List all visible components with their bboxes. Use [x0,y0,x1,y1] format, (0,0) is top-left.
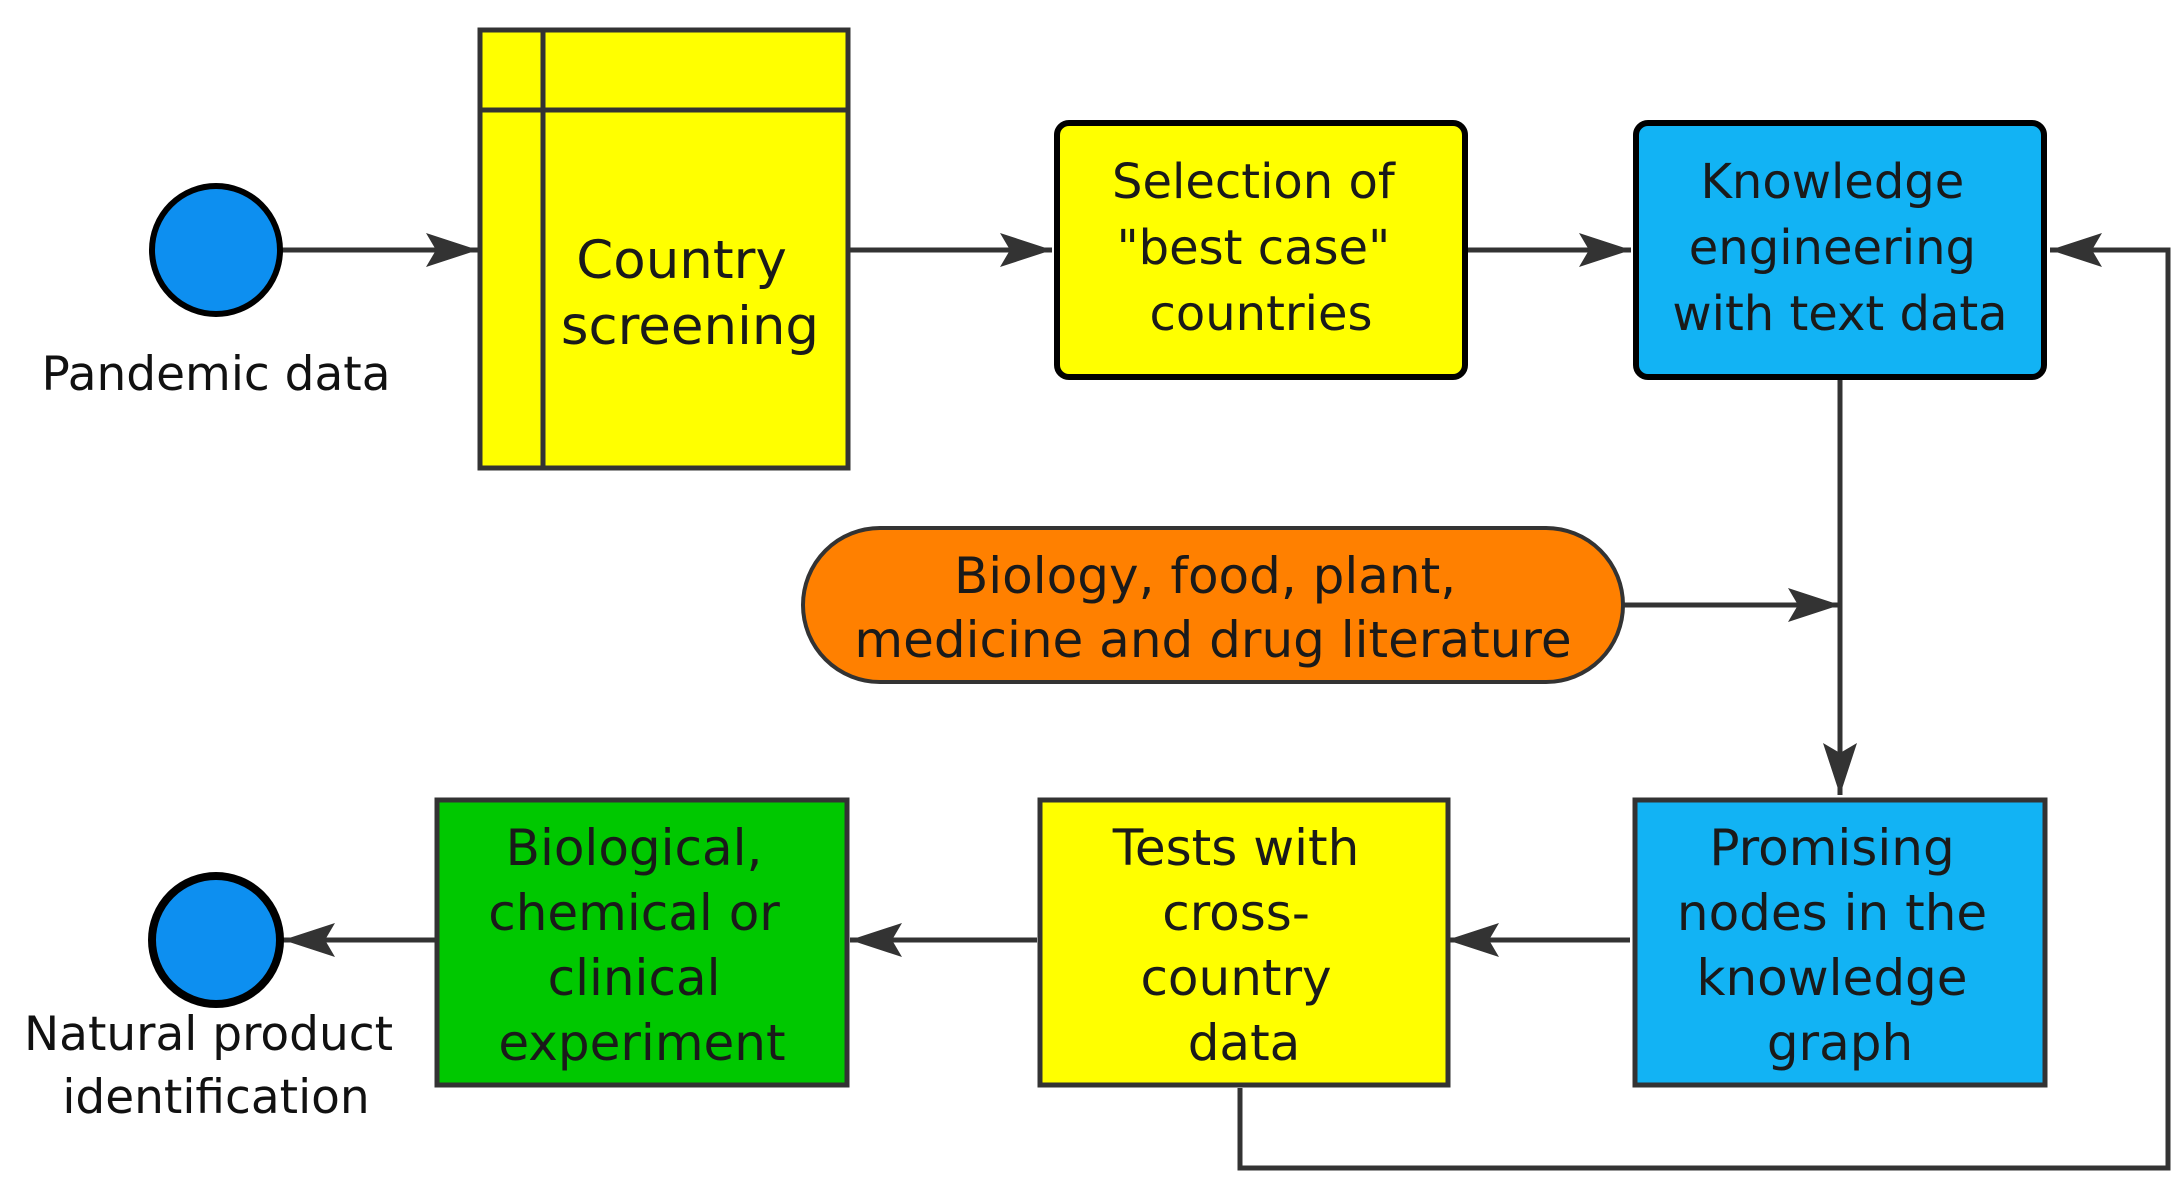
promising-nodes-line-4: graph [1767,1014,1913,1072]
promising-nodes-line-3: knowledge [1697,949,1968,1007]
experiment-line-4: experiment [498,1014,785,1072]
tests-line-2: cross- [1162,884,1310,942]
promising-nodes-box [1632,797,2048,1088]
tests-box [1037,797,1451,1088]
tests-node: Tests with cross- country data [1037,797,1451,1088]
country-screening-node: Country screening [477,27,851,471]
country-screening-line-1: Country [576,230,787,291]
literature-node: Biology, food, plant, medicine and drug … [801,526,1625,684]
knowledge-engineering-node: Knowledge engineering with text data [1633,120,2047,380]
start-label: Pandemic data [41,347,390,402]
end-label-line-1: Natural product [24,1007,393,1062]
end-circle [148,872,284,1008]
best-case-node: Selection of "best case" countries [1054,120,1468,380]
experiment-node: Biological, chemical or clinical experim… [434,797,850,1088]
end-node: Natural product identification [24,872,408,1125]
literature-line-1: Biology, food, plant, [954,547,1456,605]
feedback-loop-tests-to-knowledge [1237,233,2171,1171]
experiment-line-2: chemical or [488,884,780,942]
tests-line-1: Tests with [1112,819,1359,877]
experiment-text: Biological, chemical or clinical experim… [488,819,796,1072]
country-screening-line-2: screening [561,296,819,357]
experiment-line-1: Biological, [506,819,763,877]
promising-nodes-node: Promising nodes in the knowledge graph [1632,797,2048,1088]
best-case-box [1054,120,1468,380]
experiment-box [434,797,850,1088]
promising-nodes-line-1: Promising [1709,819,1954,877]
knowledge-engineering-box [1633,120,2047,380]
start-node: Pandemic data [41,183,391,402]
tests-line-4: data [1188,1014,1301,1072]
end-label-line-2: identification [62,1070,369,1125]
best-case-text: Selection of "best case" countries [1112,154,1410,342]
knowledge-engineering-text: Knowledge engineering with text data [1672,154,2007,342]
tests-line-3: country [1140,949,1331,1007]
best-case-line-3: countries [1149,286,1372,342]
best-case-line-1: Selection of [1112,154,1396,210]
country-screening-text: Country screening [561,230,819,357]
knowledge-engineering-line-2: engineering [1689,220,1976,276]
tests-text: Tests with cross- country data [1112,819,1375,1072]
literature-box [801,526,1625,684]
experiment-line-3: clinical [548,949,721,1007]
promising-nodes-text: Promising nodes in the knowledge graph [1677,819,2003,1072]
best-case-line-2: "best case" [1117,220,1391,276]
end-label: Natural product identification [24,1007,408,1125]
promising-nodes-line-2: nodes in the [1677,884,1987,942]
connectors [282,233,2171,1171]
literature-text: Biology, food, plant, medicine and drug … [854,547,1571,669]
start-circle [149,183,283,317]
knowledge-engineering-line-3: with text data [1672,286,2007,342]
knowledge-engineering-line-1: Knowledge [1700,154,1964,210]
literature-line-2: medicine and drug literature [854,611,1571,669]
